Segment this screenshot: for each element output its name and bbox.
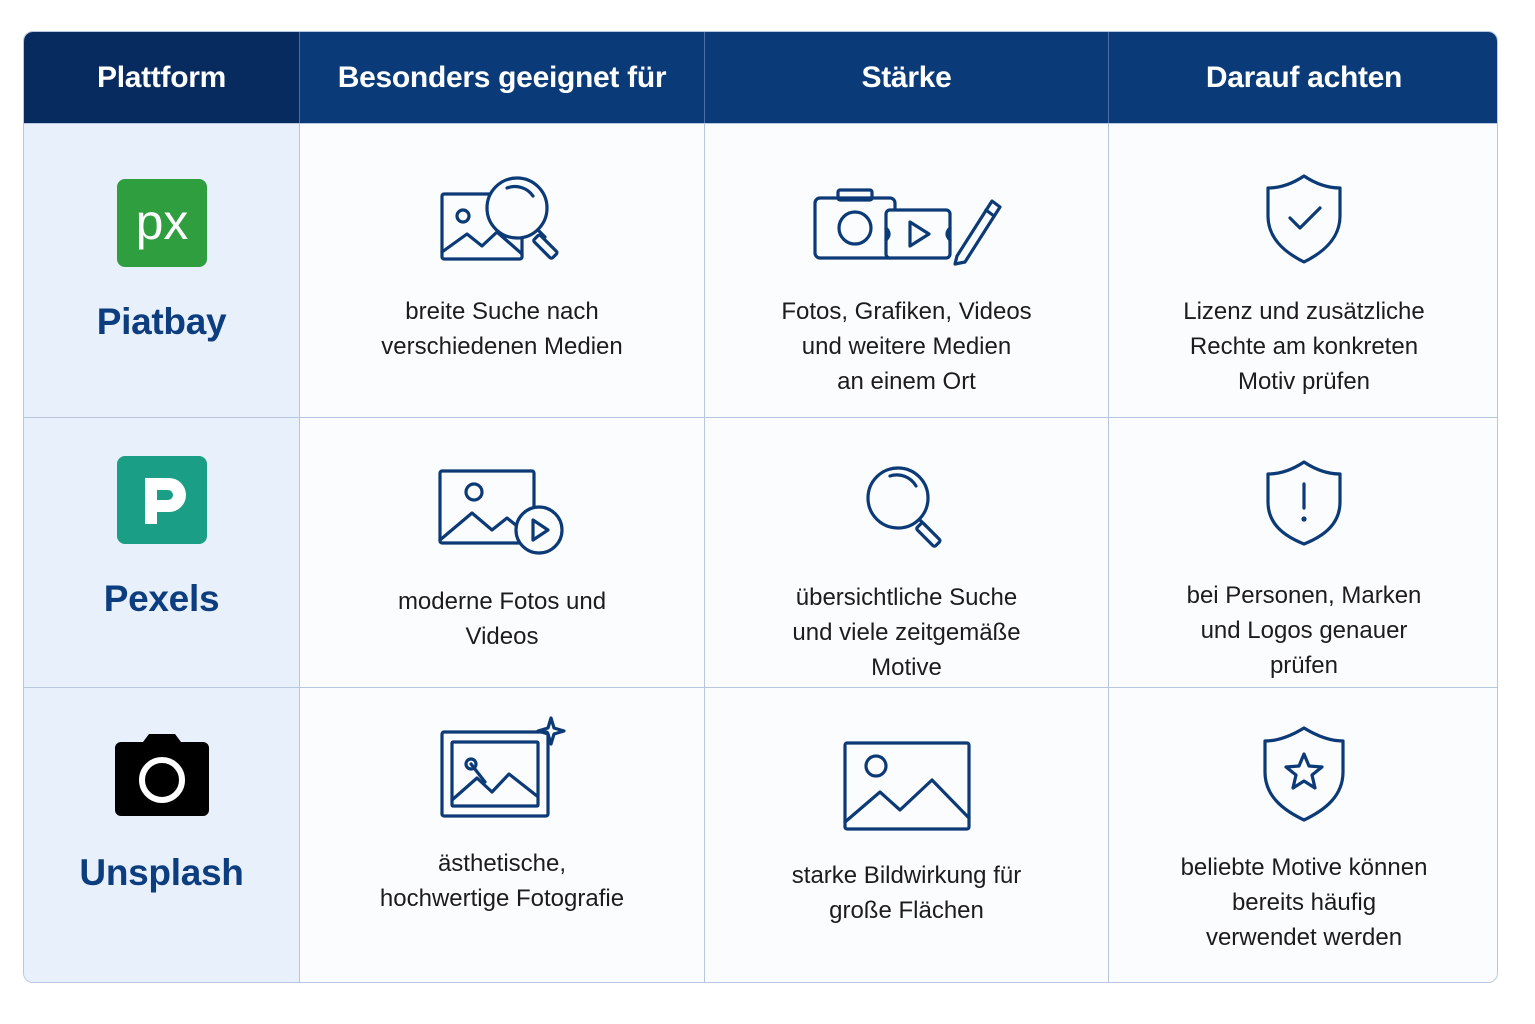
strength-cell: übersichtliche Suche und viele zeitgemäß… [705, 417, 1109, 687]
header-strength: Stärke [705, 32, 1109, 123]
platform-cell-piatbay: px Piatbay [24, 123, 300, 417]
header-platform: Plattform [24, 32, 300, 123]
header-caution: Darauf achten [1109, 32, 1497, 123]
platform-name: Pexels [103, 578, 220, 619]
suited-cell: moderne Fotos und Videos [300, 417, 705, 687]
suited-text: breite Suche nach verschiedenen Medien [381, 298, 623, 360]
magnifier-icon [864, 450, 950, 550]
caution-text: beliebte Motive können bereits häufig ve… [1180, 854, 1428, 951]
media-collection-icon [812, 166, 1002, 266]
platform-cell-unsplash: Unsplash [24, 687, 300, 982]
image-search-icon [437, 166, 567, 266]
strength-text: Fotos, Grafiken, Videos und weitere Medi… [781, 298, 1032, 395]
header-suited-for: Besonders geeignet für [300, 32, 705, 123]
shield-check-icon [1264, 166, 1344, 266]
caution-cell: bei Personen, Marken und Logos genauer p… [1109, 417, 1497, 687]
pexels-logo [116, 456, 207, 544]
caution-cell: Lizenz und zusätzliche Rechte am konkret… [1109, 123, 1497, 417]
framed-photo-sparkle-icon [437, 716, 567, 820]
strength-text: übersichtliche Suche und viele zeitgemäß… [792, 584, 1021, 681]
landscape-image-icon [842, 732, 972, 832]
caution-text: Lizenz und zusätzliche Rechte am konkret… [1183, 298, 1425, 395]
shield-star-icon [1261, 724, 1347, 824]
strength-text: starke Bildwirkung für große Flächen [791, 862, 1022, 924]
strength-cell: starke Bildwirkung für große Flächen [705, 687, 1109, 982]
platform-comparison-table: Plattform Besonders geeignet für Stärke … [23, 31, 1498, 983]
platform-name: Piatbay [96, 301, 227, 342]
shield-alert-icon [1264, 448, 1344, 548]
suited-cell: breite Suche nach verschiedenen Medien [300, 123, 705, 417]
piatbay-logo: px [116, 179, 207, 267]
platform-name: Unsplash [79, 852, 244, 893]
suited-cell: ästhetische, hochwertige Fotografie [300, 687, 705, 982]
suited-text: ästhetische, hochwertige Fotografie [379, 850, 625, 912]
unsplash-camera-logo [113, 732, 211, 818]
piatbay-logo-text: px [135, 194, 188, 250]
platform-cell-pexels: Pexels [24, 417, 300, 687]
caution-text: bei Personen, Marken und Logos genauer p… [1186, 582, 1422, 679]
caution-cell: beliebte Motive können bereits häufig ve… [1109, 687, 1497, 982]
strength-cell: Fotos, Grafiken, Videos und weitere Medi… [705, 123, 1109, 417]
image-video-icon [437, 456, 567, 556]
suited-text: moderne Fotos und Videos [397, 588, 607, 650]
